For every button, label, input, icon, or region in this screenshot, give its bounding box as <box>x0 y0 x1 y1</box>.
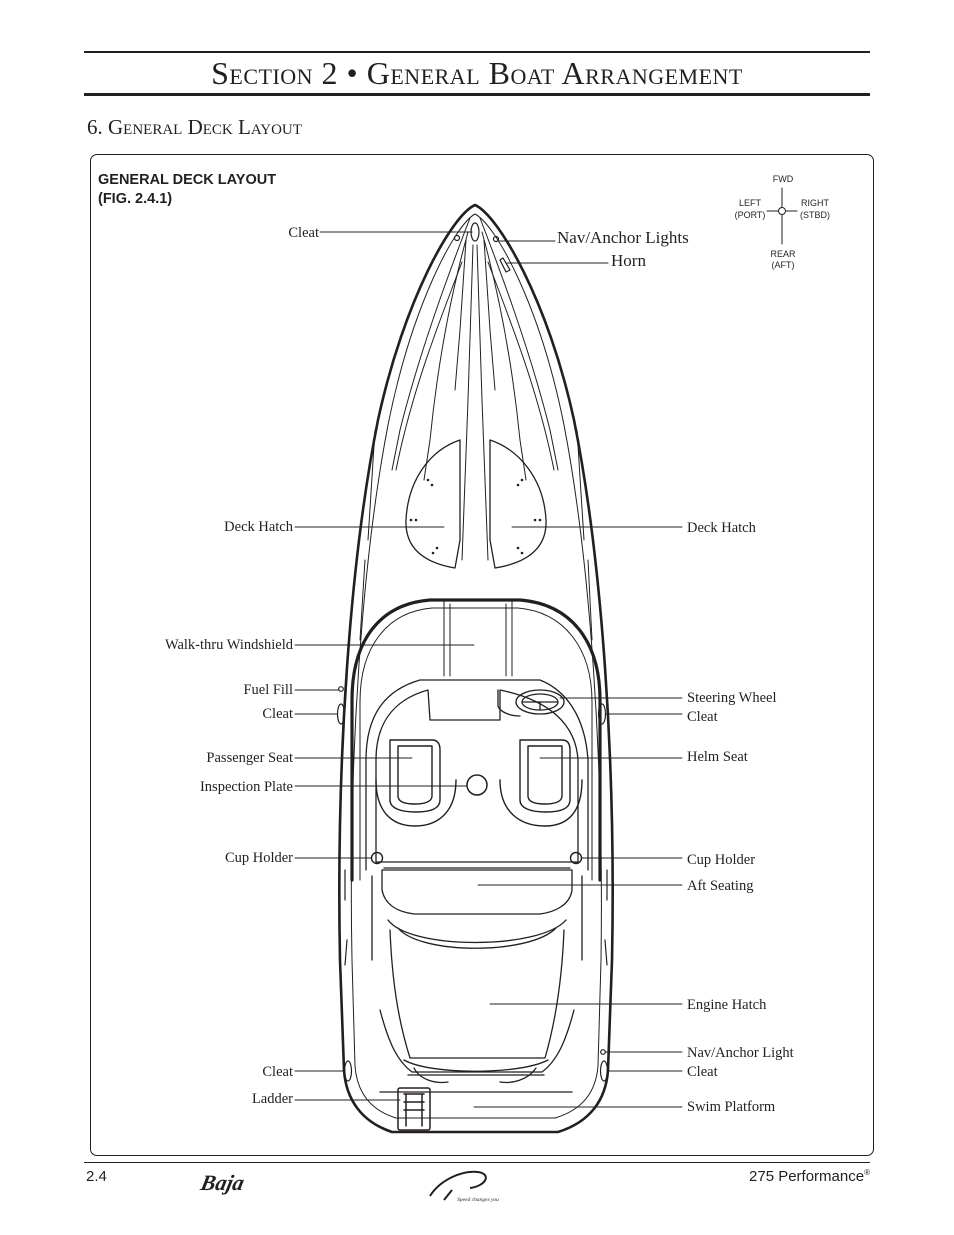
deck-hatch-fasteners <box>409 478 542 555</box>
label-ladder: Ladder <box>252 1091 293 1107</box>
label-fuel-fill: Fuel Fill <box>243 682 293 698</box>
walk-thru-windshield <box>350 598 602 882</box>
subsection-heading: 6. General Deck Layout <box>87 115 302 139</box>
registered-mark: ® <box>864 1168 870 1177</box>
helm-seat <box>499 739 583 827</box>
label-cleat-aft-left: Cleat <box>262 1064 293 1080</box>
baja-logo: Baja Speed changes you <box>198 1170 500 1203</box>
label-swim-platform: Swim Platform <box>687 1099 776 1115</box>
passenger-seat <box>375 739 457 827</box>
compass-left-sub-label: (PORT) <box>735 210 766 220</box>
label-inspection-plate: Inspection Plate <box>200 779 293 795</box>
logo-tagline: Speed changes you <box>457 1197 499 1203</box>
figure-number: (FIG. 2.4.1) <box>98 191 173 207</box>
figure-title: GENERAL DECK LAYOUT <box>98 172 277 188</box>
label-nav-anchor-light: Nav/Anchor Light <box>687 1045 794 1061</box>
model-name: 275 Performance® <box>749 1168 870 1185</box>
cockpit-outline <box>365 679 589 871</box>
inspection-plate <box>466 774 488 796</box>
label-deck-hatch-left: Deck Hatch <box>224 519 294 535</box>
compass-left-label: LEFT <box>739 198 762 208</box>
label-cleat-mid-right: Cleat <box>687 709 718 725</box>
compass-right-label: RIGHT <box>801 198 830 208</box>
label-passenger-seat: Passenger Seat <box>206 750 293 766</box>
page-number: 2.4 <box>86 1168 107 1185</box>
label-aft-seating: Aft Seating <box>687 878 753 894</box>
label-walk-thru-windshield: Walk-thru Windshield <box>165 637 294 653</box>
side-fittings <box>336 686 609 1082</box>
label-cup-holder-right: Cup Holder <box>687 852 755 868</box>
bow-fittings <box>453 222 511 273</box>
aft-seating <box>371 869 583 961</box>
compass-right-sub-label: (STBD) <box>800 210 830 220</box>
compass-fwd-label: FWD <box>773 174 794 184</box>
section-title: Section 2 • General Boat Arrangement <box>211 55 743 91</box>
swim-platform <box>379 1059 573 1093</box>
label-engine-hatch: Engine Hatch <box>687 997 767 1013</box>
compass-rear-label: REAR <box>770 249 796 259</box>
steering-wheel <box>497 689 565 717</box>
callout-leaders <box>294 231 683 1108</box>
compass-rose <box>766 187 798 245</box>
label-steering-wheel: Steering Wheel <box>687 690 777 706</box>
cup-holder-left <box>370 851 384 865</box>
compass-rear-sub-label: (AFT) <box>772 260 795 270</box>
deck-hatches <box>405 439 547 569</box>
label-deck-hatch-right: Deck Hatch <box>687 520 757 536</box>
header-top-rule <box>84 51 870 53</box>
bow-deck-stripes <box>359 217 593 641</box>
hull-outline <box>338 203 614 1134</box>
label-cleat-bow: Cleat <box>288 225 319 241</box>
label-nav-anchor-lights: Nav/Anchor Lights <box>557 228 689 247</box>
cup-holder-right <box>569 851 583 865</box>
logo-wordmark: Baja <box>198 1170 247 1195</box>
model-name-text: 275 Performance <box>749 1168 865 1185</box>
ladder <box>397 1087 431 1131</box>
footer-rule <box>84 1162 870 1163</box>
engine-hatch <box>379 929 575 1073</box>
label-cup-holder-left: Cup Holder <box>225 850 293 866</box>
label-helm-seat: Helm Seat <box>687 749 748 765</box>
figure-frame <box>90 154 874 1156</box>
header-bottom-rule <box>84 93 870 96</box>
label-cleat-mid-left: Cleat <box>262 706 293 722</box>
label-horn: Horn <box>611 251 646 270</box>
label-cleat-aft-right: Cleat <box>687 1064 718 1080</box>
